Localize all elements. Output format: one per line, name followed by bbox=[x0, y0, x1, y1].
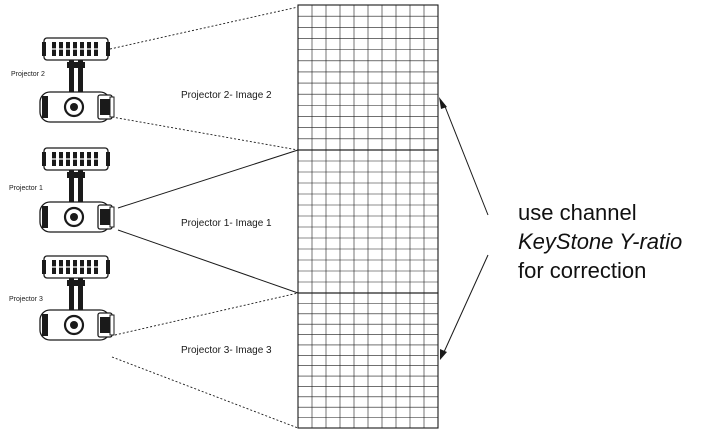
projector-2-label: Projector 2 bbox=[11, 71, 45, 78]
correction-note: use channel KeyStone Y-ratio for correct… bbox=[518, 198, 682, 285]
correction-arrow-down bbox=[440, 254, 489, 360]
projector-1-label: Projector 1 bbox=[9, 185, 43, 192]
projected-image-3-grid bbox=[297, 292, 439, 429]
moving-head-projector-2-icon bbox=[39, 37, 115, 123]
image-2-label: Projector 2- Image 2 bbox=[181, 90, 272, 101]
correction-arrow-up bbox=[439, 97, 489, 216]
correction-note-line-1: use channel bbox=[518, 200, 637, 225]
beam-projector-2 bbox=[109, 6, 299, 151]
projector-3-label: Projector 3 bbox=[9, 296, 43, 303]
beam-projector-3 bbox=[111, 292, 299, 429]
image-3-label: Projector 3- Image 3 bbox=[181, 345, 272, 356]
projected-image-1-grid bbox=[297, 149, 439, 294]
correction-note-line-3: for correction bbox=[518, 258, 647, 283]
image-1-label: Projector 1- Image 1 bbox=[181, 218, 272, 229]
moving-head-projector-3-icon bbox=[39, 255, 115, 341]
beam-projector-1 bbox=[117, 149, 299, 294]
moving-head-projector-1-icon bbox=[39, 147, 115, 233]
projected-image-2-grid bbox=[297, 4, 439, 151]
correction-note-channel-name: KeyStone Y-ratio bbox=[518, 229, 683, 254]
